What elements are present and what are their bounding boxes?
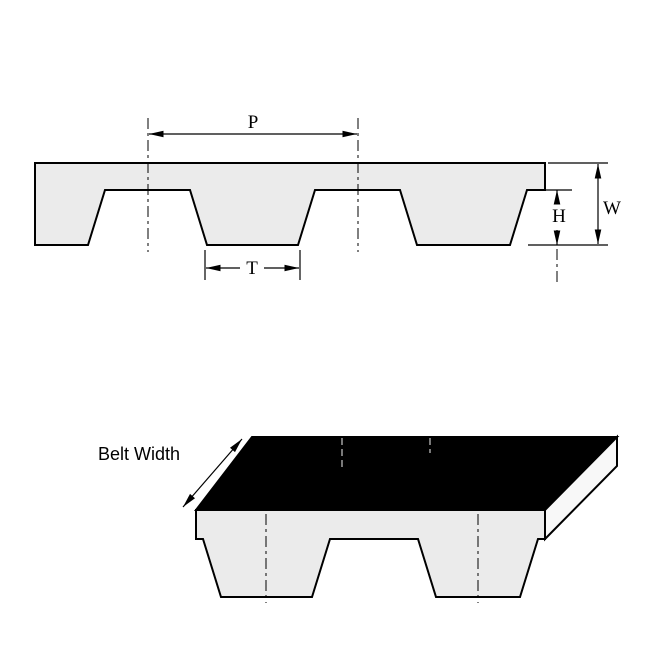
- belt-front-face: [195, 509, 546, 598]
- thickness-label: W: [603, 198, 621, 219]
- belt-isometric: Belt Width: [98, 434, 620, 603]
- tooth-width-label: T: [246, 258, 258, 279]
- belt-cross-section: P T H W: [34, 112, 621, 283]
- belt-profile-path: [34, 162, 546, 246]
- pitch-label: P: [248, 112, 259, 133]
- tooth-height-label: H: [552, 206, 566, 227]
- belt-width-arrow: [182, 438, 243, 508]
- belt-end-face: [544, 434, 618, 542]
- belt-width-label: Belt Width: [98, 444, 180, 464]
- belt-top-face: [193, 436, 620, 511]
